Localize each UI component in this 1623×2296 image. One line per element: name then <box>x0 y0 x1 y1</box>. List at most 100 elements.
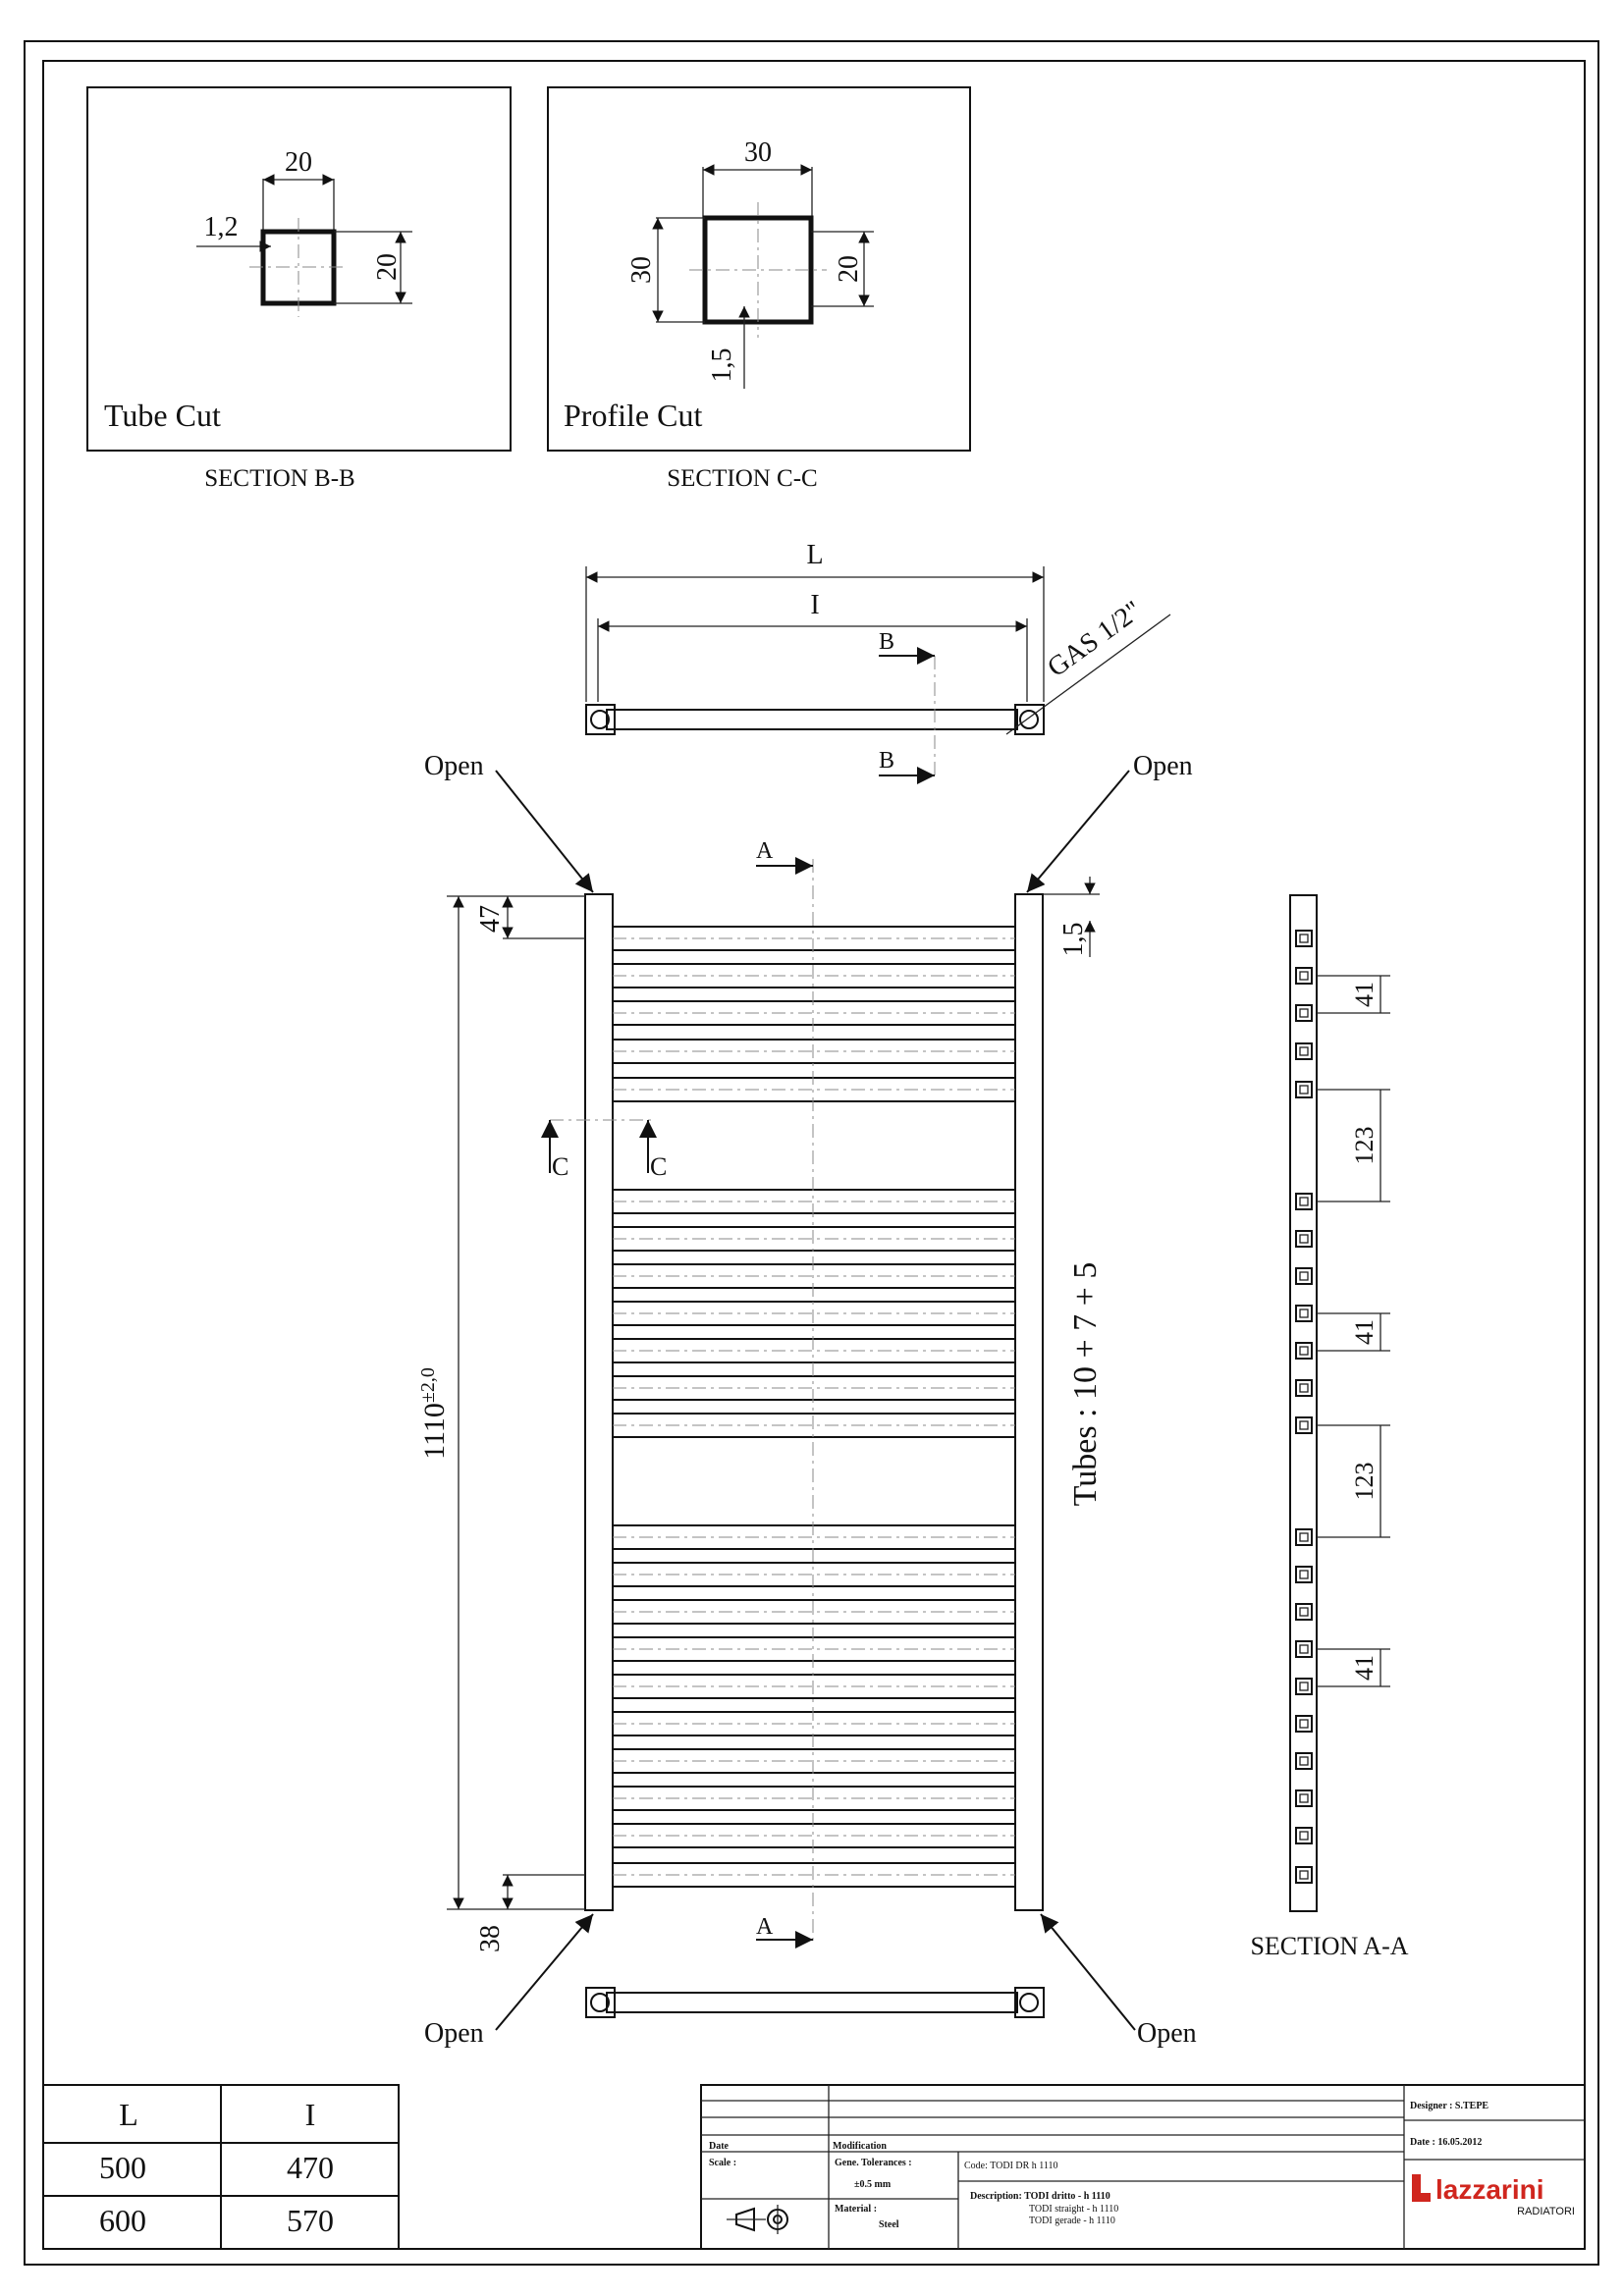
radiator-tube <box>612 1338 1016 1363</box>
section-aa-tube-inner <box>1299 1719 1309 1729</box>
tb-tolerances-label: Gene. Tolerances : <box>835 2158 912 2168</box>
section-bb: 20 20 1,2 Tube Cut SECTION B-B <box>86 86 512 492</box>
section-aa-tube-inner <box>1299 1383 1309 1393</box>
top-view-dim-outer: L <box>806 540 823 570</box>
radiator-tube <box>612 1039 1016 1064</box>
section-aa-tube <box>1295 1603 1313 1621</box>
section-cc-caption: SECTION C-C <box>667 465 817 492</box>
section-aa-tube-inner <box>1299 971 1309 981</box>
tb-date: Date : 16.05.2012 <box>1410 2137 1482 2148</box>
tb-material-value: Steel <box>879 2219 899 2230</box>
table-header-i: I <box>305 2097 316 2132</box>
section-bb-height-label: 20 <box>372 253 403 281</box>
section-aa-tube-inner <box>1299 1570 1309 1579</box>
section-mark-b-bottom: B <box>879 748 894 774</box>
top-view-dim-inner: I <box>810 590 819 620</box>
section-cc-height-label: 30 <box>626 256 657 284</box>
section-aa-tube-inner <box>1299 1607 1309 1617</box>
section-aa-tube-inner <box>1299 1234 1309 1244</box>
section-mark-b-top: B <box>879 629 894 655</box>
section-aa-tube <box>1295 1004 1313 1022</box>
section-aa-tube-inner <box>1299 1008 1309 1018</box>
section-aa-tube-inner <box>1299 1085 1309 1095</box>
section-aa-tube <box>1295 1715 1313 1733</box>
section-aa-tube-inner <box>1299 1308 1309 1318</box>
tb-description-line3: TODI gerade - h 1110 <box>1029 2216 1115 2226</box>
tube-group <box>612 926 1016 1888</box>
open-label-top-right: Open <box>1133 751 1193 781</box>
section-aa-tube <box>1295 967 1313 985</box>
section-aa-tube <box>1295 1416 1313 1434</box>
section-aa-dimensions: 41 123 41 123 41 <box>1317 975 1390 1687</box>
tb-description-line2: TODI straight - h 1110 <box>1029 2204 1118 2215</box>
section-bb-width-label: 20 <box>285 147 312 178</box>
table-cell: 600 <box>99 2203 146 2238</box>
section-aa-tube-inner <box>1299 1046 1309 1056</box>
section-aa-tube <box>1295 1305 1313 1322</box>
open-label-top-left: Open <box>424 751 484 781</box>
pitch-dimension-label: 41 <box>1350 1319 1379 1345</box>
table-header-l: L <box>119 2097 138 2132</box>
top-view-left-collector <box>585 704 616 735</box>
section-aa-tube <box>1295 930 1313 947</box>
bottom-view <box>585 1987 1045 2018</box>
section-aa-tube <box>1295 1827 1313 1844</box>
section-mark-a-top: A <box>756 838 774 864</box>
section-aa-tube-inner <box>1299 1197 1309 1206</box>
tb-designer: Designer : S.TEPE <box>1410 2101 1488 2111</box>
radiator-tube <box>612 1000 1016 1026</box>
title-block: Date Modification Scale : Gene. Toleranc… <box>700 2084 1586 2250</box>
collector-gap-label: 1,5 <box>1058 923 1089 957</box>
radiator-tube <box>612 1786 1016 1811</box>
section-aa-tube <box>1295 1230 1313 1248</box>
pitch-dimension-label: 41 <box>1350 1655 1379 1681</box>
section-cc-width-label: 30 <box>744 137 772 168</box>
brand-name: lazzarini <box>1435 2174 1543 2205</box>
section-aa-tube <box>1295 1640 1313 1658</box>
radiator-tube <box>612 1823 1016 1848</box>
radiator-tube <box>612 1413 1016 1438</box>
section-bb-box <box>86 86 512 452</box>
radiator-tube <box>612 926 1016 951</box>
open-label-bottom-left: Open <box>424 2018 484 2049</box>
lazzarini-logo: lazzarini RADIATORI <box>1412 2174 1575 2217</box>
radiator-tube <box>612 1711 1016 1736</box>
section-aa-tube <box>1295 1752 1313 1770</box>
section-aa-tube-inner <box>1299 1793 1309 1803</box>
section-aa-tube-inner <box>1299 934 1309 943</box>
bottom-offset-label: 38 <box>475 1925 506 1952</box>
section-aa-tube-inner <box>1299 1756 1309 1766</box>
group-gap-dimension-label: 123 <box>1350 1463 1379 1501</box>
outer-frame <box>24 40 1599 2266</box>
section-aa-tube-inner <box>1299 1346 1309 1356</box>
radiator-tube <box>612 1301 1016 1326</box>
tb-description: Description: TODI dritto - h 1110 <box>970 2191 1110 2202</box>
section-bb-title: Tube Cut <box>104 398 221 433</box>
section-aa-caption: SECTION A-A <box>1250 1932 1408 1960</box>
section-cc: 30 30 20 1,5 Profile Cut SECTION C-C <box>547 86 971 492</box>
pitch-dimension-label: 41 <box>1350 982 1379 1007</box>
table-cell: 470 <box>287 2150 334 2185</box>
section-bb-caption: SECTION B-B <box>204 465 354 492</box>
bottom-view-left-collector <box>585 1987 616 2018</box>
open-label-bottom-right: Open <box>1137 2018 1197 2049</box>
tb-material-label: Material : <box>835 2204 877 2215</box>
section-aa: 41 123 41 123 41 SECTION A-A <box>1250 894 1409 1960</box>
front-view: Open Open Open Open A A C C 1110±2,0 47 <box>417 751 1197 2049</box>
section-aa-tube <box>1295 1528 1313 1546</box>
section-aa-tube <box>1295 1379 1313 1397</box>
section-aa-tube <box>1295 1566 1313 1583</box>
group-gap-dimension-label: 123 <box>1350 1127 1379 1165</box>
brand-sub: RADIATORI <box>1517 2206 1575 2217</box>
section-aa-tube-inner <box>1299 1870 1309 1880</box>
tb-date-label: Date <box>709 2141 730 2152</box>
section-mark-c-left: C <box>552 1152 568 1181</box>
tb-code: Code: TODI DR h 1110 <box>964 2161 1058 2171</box>
section-cc-title: Profile Cut <box>564 398 702 433</box>
top-view-tube <box>606 709 1018 730</box>
bottom-view-right-collector <box>1014 1987 1045 2018</box>
section-mark-c-right: C <box>650 1152 667 1181</box>
section-aa-tube-inner <box>1299 1831 1309 1841</box>
right-collector <box>1014 893 1044 1911</box>
section-aa-tube <box>1295 1678 1313 1695</box>
